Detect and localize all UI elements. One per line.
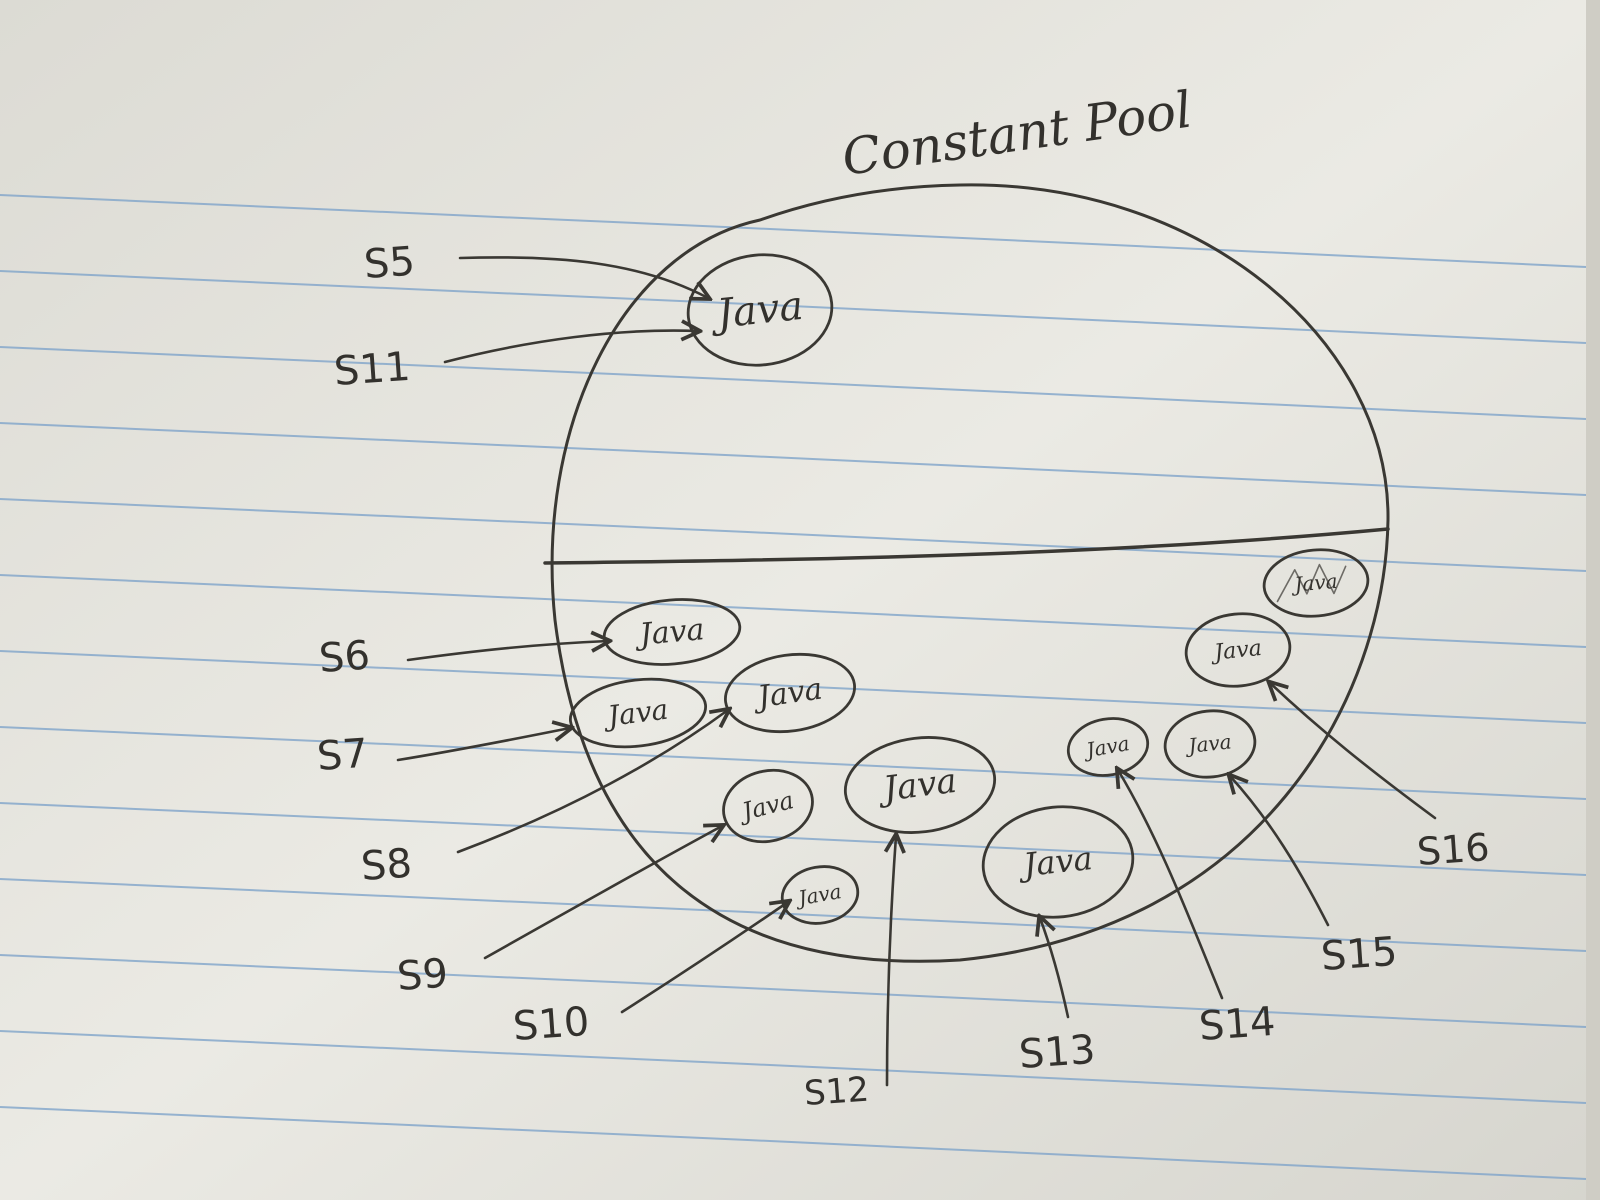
string-object-node: Java [686,253,834,367]
reference-arrow-s7 [396,728,570,762]
reference-arrow-s9 [483,826,722,960]
reference-label-s15: S15 [1319,929,1398,980]
reference-label-s5: S5 [362,239,416,288]
string-object-node: Java [602,598,742,666]
node-outline [1066,717,1150,777]
reference-label-s7: S7 [315,731,369,780]
node-outline [724,652,856,734]
node-outline [1163,709,1257,779]
node-outline [686,253,834,367]
reference-label-s11: S11 [332,344,411,395]
reference-label-s6: S6 [317,633,371,682]
reference-arrow-s15 [1230,776,1330,927]
ruled-lines [0,194,1587,1180]
string-object-node: Java [981,805,1135,919]
notebook-margin-edge [1586,0,1600,1200]
node-outline [1184,612,1292,688]
node-outline [981,805,1135,919]
string-object-node: Java [568,677,708,749]
reference-arrow-s5 [458,256,708,298]
reference-label-s14: S14 [1197,999,1276,1050]
node-text: Java [1209,636,1263,666]
reference-arrow-s13 [1040,918,1070,1019]
reference-label-s16: S16 [1416,825,1491,874]
node-text: Java [875,761,959,810]
reference-label-s12: S12 [803,1070,870,1114]
reference-label-s8: S8 [359,841,413,890]
scribble-mark [1276,563,1347,603]
node-outline [722,768,814,844]
reference-arrow-s16 [1270,683,1437,820]
reference-label-s9: S9 [395,951,449,1000]
node-text: Java [708,283,806,339]
string-object-node: Java [1184,612,1292,688]
reference-arrow-s10 [620,902,788,1014]
node-text: Java [1183,729,1232,758]
node-text: Java [1289,569,1338,597]
node-outline [843,736,997,834]
node-text: Java [601,693,670,734]
constant-pool-outline [550,183,1390,963]
string-object-node: Java [1163,709,1257,779]
reference-arrow-s12 [887,836,896,1087]
reference-arrow-s11 [443,331,698,364]
string-object-node: Java [843,736,997,834]
string-object-node: Java [1262,548,1370,618]
reference-arrow-s8 [456,710,728,854]
pool-divider-line [543,527,1390,565]
reference-arrow-s6 [406,641,608,662]
node-text: Java [1016,839,1095,885]
reference-label-s10: S10 [511,999,590,1050]
reference-arrow-s14 [1118,770,1224,1000]
node-outline [1262,548,1370,618]
reference-label-s13: S13 [1017,1027,1096,1078]
node-text: Java [632,612,706,653]
